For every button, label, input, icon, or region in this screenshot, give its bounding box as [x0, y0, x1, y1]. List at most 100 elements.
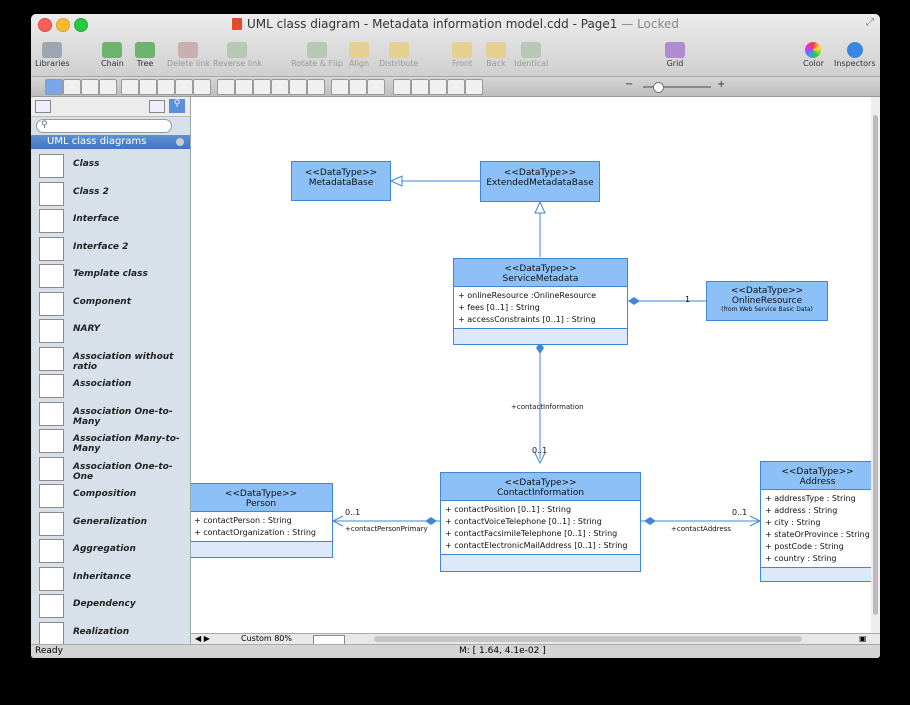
- format-tool-1[interactable]: [331, 79, 349, 95]
- polyline-tool[interactable]: [271, 79, 289, 95]
- class-extended-metadata-base[interactable]: <<DataType>> ExtendedMetadataBase: [480, 161, 600, 202]
- align-button[interactable]: Align: [349, 42, 369, 68]
- tree-button[interactable]: Tree: [135, 42, 155, 68]
- zoom-slider-knob[interactable]: [653, 82, 664, 93]
- eyedropper-tool[interactable]: [465, 79, 483, 95]
- reverse-link-icon: [227, 42, 248, 58]
- sidebar-item-interface[interactable]: Interface: [31, 207, 190, 234]
- sidebar-item-label: Inheritance: [73, 571, 132, 582]
- sidebar-item-inheritance[interactable]: Inheritance: [31, 565, 190, 592]
- curve-tool[interactable]: [253, 79, 271, 95]
- class-service-metadata[interactable]: <<DataType>>ServiceMetadata + onlineReso…: [453, 258, 628, 345]
- sidebar-item-generalization[interactable]: Generalization: [31, 510, 190, 537]
- connector-tool-4[interactable]: [175, 79, 193, 95]
- sidebar-item-association[interactable]: Association: [31, 372, 190, 399]
- search-input[interactable]: ⚲: [36, 119, 172, 133]
- minimize-button[interactable]: [56, 18, 70, 32]
- composition-diamond-contact: [536, 342, 544, 354]
- sidebar-item-label: Interface: [73, 214, 120, 224]
- inspectors-button[interactable]: Inspectors: [834, 42, 875, 68]
- sidebar-item-component[interactable]: Component: [31, 290, 190, 317]
- zoom-slider[interactable]: [643, 86, 711, 88]
- freehand-tool[interactable]: [307, 79, 325, 95]
- grid-icon: [665, 42, 685, 58]
- ellipse-tool[interactable]: [81, 79, 99, 95]
- reverse-link-button[interactable]: Reverse link: [213, 42, 262, 68]
- class-person[interactable]: <<DataType>>Person + contactPerson : Str…: [191, 483, 333, 558]
- sidebar-item-class-2[interactable]: Class 2: [31, 180, 190, 207]
- class-address[interactable]: <<DataType>>Address + addressType : Stri…: [760, 461, 871, 582]
- back-button[interactable]: Back: [486, 42, 506, 68]
- sidebar-item-association-many-to-many[interactable]: Association Many-to-Many: [31, 427, 190, 454]
- shape-thumbnail-icon: [39, 429, 64, 453]
- identical-button[interactable]: Identical: [514, 42, 548, 68]
- distribute-button[interactable]: Distribute: [379, 42, 418, 68]
- library-options-icon[interactable]: [176, 138, 184, 146]
- connector-tool-1[interactable]: [121, 79, 139, 95]
- arrow-contact: [534, 452, 546, 465]
- zoom-out-icon[interactable]: −: [625, 79, 634, 90]
- class-metadata-base[interactable]: <<DataType>> MetadataBase: [291, 161, 391, 201]
- multiplicity-person: 0..1: [345, 508, 361, 517]
- document-icon: [231, 18, 242, 30]
- arc-tool[interactable]: [235, 79, 253, 95]
- vertical-scroll-knob[interactable]: [873, 115, 878, 615]
- sidebar-item-dependency[interactable]: Dependency: [31, 592, 190, 619]
- chain-button[interactable]: Chain: [101, 42, 124, 68]
- refresh-tool[interactable]: [393, 79, 411, 95]
- sidebar-item-association-one-to-one[interactable]: Association One-to-One: [31, 455, 190, 482]
- class-online-resource[interactable]: <<DataType>> OnlineResource (from Web Se…: [706, 281, 828, 321]
- sidebar-item-label: Generalization: [73, 516, 147, 527]
- format-tool-2[interactable]: [349, 79, 367, 95]
- grid-view-icon[interactable]: [149, 100, 165, 113]
- connector-tool-3[interactable]: [157, 79, 175, 95]
- sidebar-item-label: NARY: [73, 324, 101, 334]
- pointer-tool[interactable]: [45, 79, 63, 95]
- container-tool[interactable]: [99, 79, 117, 95]
- close-button[interactable]: [38, 18, 52, 32]
- connector-tool-5[interactable]: [193, 79, 211, 95]
- zoom-tool[interactable]: [411, 79, 429, 95]
- line-tool[interactable]: [217, 79, 235, 95]
- delete-link-button[interactable]: Delete link: [167, 42, 210, 68]
- zoom-in-icon[interactable]: +: [717, 79, 726, 90]
- arrow-person: [331, 515, 344, 527]
- vertical-scrollbar[interactable]: [871, 97, 880, 633]
- library-menu-icon[interactable]: [35, 100, 51, 113]
- front-button[interactable]: Front: [452, 42, 472, 68]
- diagram-canvas[interactable]: <<DataType>> MetadataBase <<DataType>> E…: [191, 97, 871, 633]
- format-tool-3[interactable]: [367, 79, 385, 95]
- library-title[interactable]: UML class diagrams: [31, 135, 190, 149]
- sidebar-item-template-class[interactable]: Template class: [31, 262, 190, 289]
- shape-thumbnail-icon: [39, 154, 64, 178]
- bezier-tool[interactable]: [289, 79, 307, 95]
- connector-tool-2[interactable]: [139, 79, 157, 95]
- stamp-tool[interactable]: [447, 79, 465, 95]
- grid-button[interactable]: Grid: [665, 42, 685, 68]
- sidebar-item-nary[interactable]: NARY: [31, 317, 190, 344]
- zoom-select[interactable]: Custom 80%: [241, 634, 292, 643]
- person-attributes: + contactPerson : String + contactOrgani…: [191, 512, 332, 542]
- hand-tool[interactable]: [429, 79, 447, 95]
- sidebar-item-association-one-to-many[interactable]: Association One-to-Many: [31, 400, 190, 427]
- libraries-button[interactable]: Libraries: [35, 42, 70, 68]
- sidebar-item-class[interactable]: Class: [31, 152, 190, 179]
- composition-diamond-online: [628, 297, 640, 305]
- fullscreen-icon[interactable]: ⤢: [866, 17, 874, 28]
- horizontal-scroll-knob[interactable]: [374, 636, 802, 642]
- page-nav-icon[interactable]: ◀ ▶: [195, 634, 210, 643]
- rectangle-tool[interactable]: [63, 79, 81, 95]
- rotate-flip-button[interactable]: Rotate & Flip: [291, 42, 343, 68]
- libraries-icon: [42, 42, 63, 58]
- search-icon[interactable]: ⚲: [169, 99, 185, 113]
- sidebar-item-label: Class 2: [73, 186, 109, 197]
- sidebar-item-association-without-ratio[interactable]: Association without ratio: [31, 345, 190, 372]
- sidebar-item-composition[interactable]: Composition: [31, 482, 190, 509]
- sidebar-item-interface-2[interactable]: Interface 2: [31, 235, 190, 262]
- color-button[interactable]: Color: [803, 42, 824, 68]
- fit-page-icon[interactable]: ▣: [859, 634, 867, 643]
- sidebar-item-realization[interactable]: Realization: [31, 620, 190, 647]
- sidebar-item-aggregation[interactable]: Aggregation: [31, 537, 190, 564]
- zoom-button[interactable]: [74, 18, 88, 32]
- class-contact-information[interactable]: <<DataType>>ContactInformation + contact…: [440, 472, 641, 572]
